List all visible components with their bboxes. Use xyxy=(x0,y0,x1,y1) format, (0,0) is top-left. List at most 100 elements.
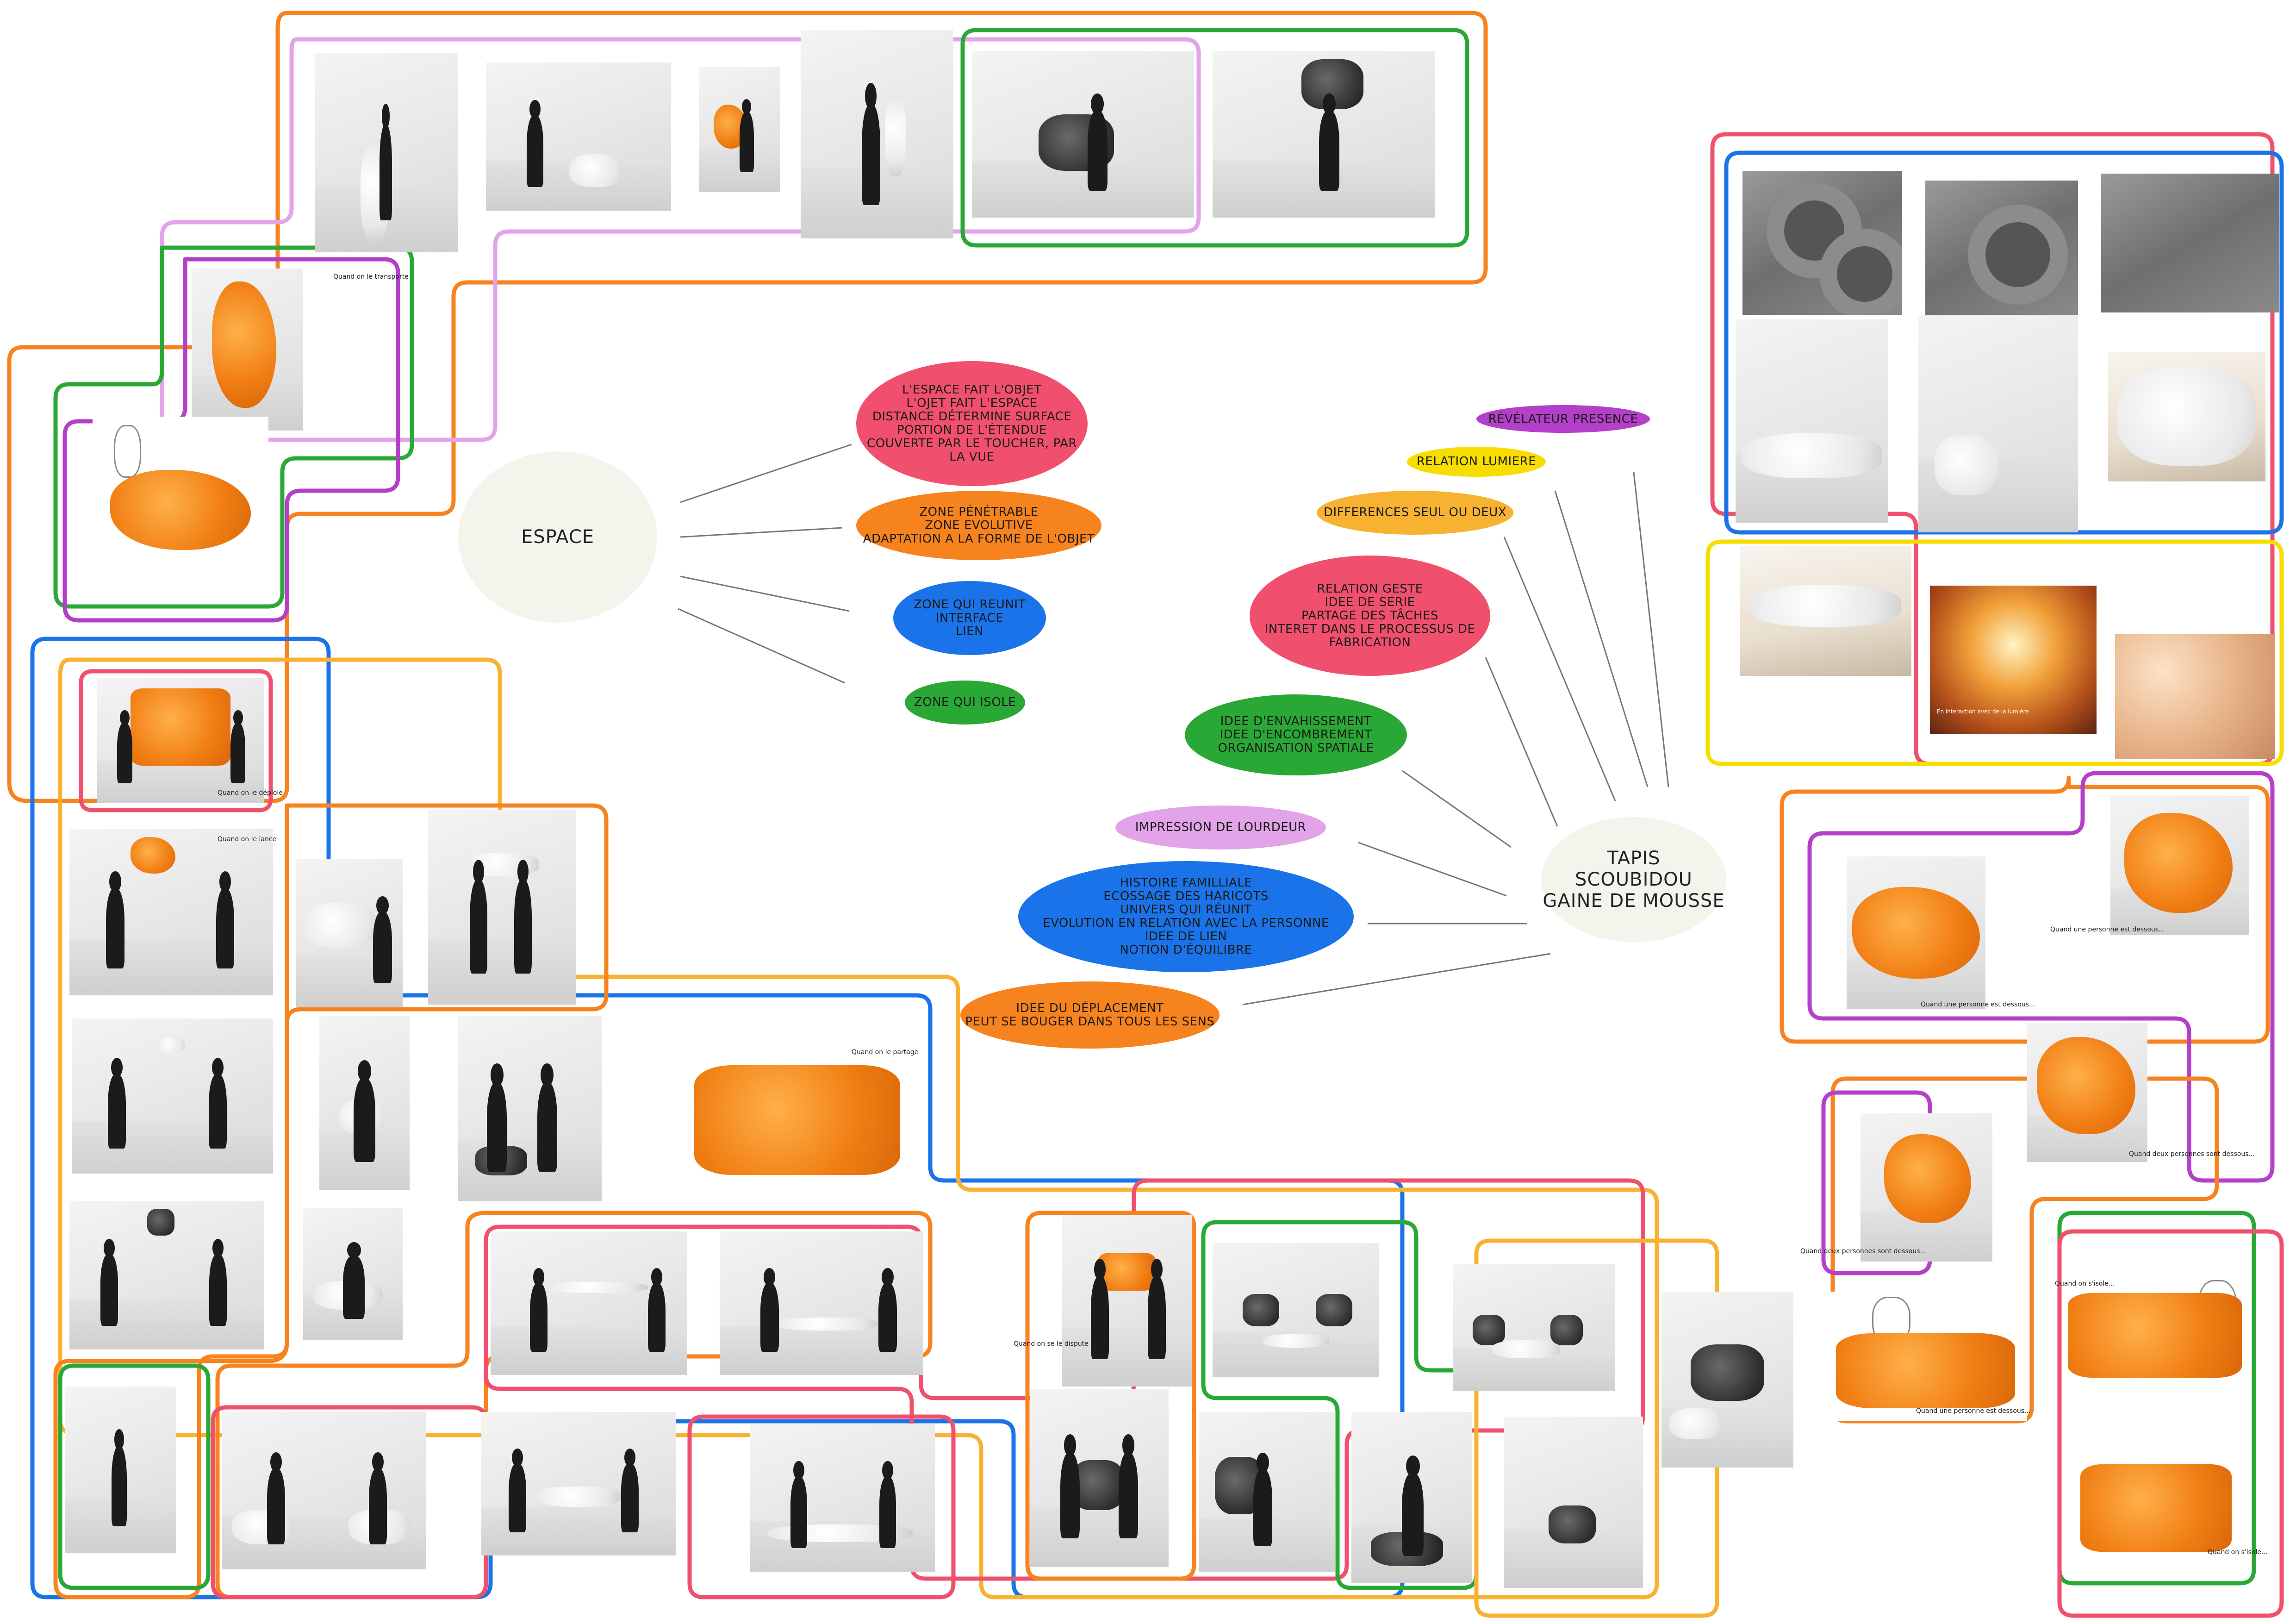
photo-rope-hall-1 xyxy=(1736,319,1888,523)
figure xyxy=(648,1268,666,1352)
figure xyxy=(508,1448,526,1533)
figure xyxy=(879,1461,896,1548)
figure xyxy=(1090,1259,1109,1359)
caption-under-2: Quand une personne est dessous... xyxy=(2050,926,2165,933)
outline-green-top xyxy=(960,28,1469,248)
caption-under-3: Quand deux personnes sont dessous... xyxy=(2129,1150,2255,1158)
node-espace-reunit: ZONE QUI REUNIT INTERFACE LIEN xyxy=(893,581,1046,655)
photo-sketch-orange xyxy=(93,417,268,583)
node-line: ORGANISATION SPATIALE xyxy=(1218,741,1374,755)
node-tapis-presence: RÉVÉLATEUR PRESENCE xyxy=(1476,405,1650,433)
caption-lumiere: En interaction avec de la lumière xyxy=(1937,708,2029,715)
node-line: RELATION GESTE xyxy=(1317,581,1423,596)
outline-red-bottom-inner2 xyxy=(687,1414,956,1599)
outline-blue-right-top xyxy=(1724,150,2284,535)
foam-rope xyxy=(1263,1334,1329,1348)
figure xyxy=(267,1452,286,1544)
orange-mat xyxy=(131,688,230,766)
node-line: IMPRESSION DE LOURDEUR xyxy=(1135,820,1307,834)
outline-green-bottom-left xyxy=(58,1363,211,1590)
node-line: L'OJET FAIT L'ESPACE xyxy=(906,396,1038,410)
photo-isole-2 xyxy=(2073,1454,2249,1560)
orange-mat xyxy=(2068,1293,2242,1378)
caption-under-1: Quand une personne est dessous... xyxy=(1921,1001,2035,1008)
figure xyxy=(111,1429,127,1527)
foam-rope xyxy=(1669,1407,1723,1440)
node-line: FABRICATION xyxy=(1329,635,1411,650)
photo-scarf-2 xyxy=(428,810,576,1005)
figure xyxy=(379,104,392,221)
figure xyxy=(230,710,246,783)
outline-orange-bottom2 xyxy=(1025,1211,1196,1581)
node-tapis-histoire: HISTOIRE FAMILLIALE ECOSSAGE DES HARICOT… xyxy=(1018,861,1354,972)
outline-green-bottom xyxy=(1201,1220,1479,1590)
figure xyxy=(216,871,235,969)
figure xyxy=(1319,93,1339,191)
photo-dispute-3 xyxy=(1062,1215,1192,1387)
orange-mat xyxy=(2036,1037,2135,1134)
photo-deploie xyxy=(97,678,264,803)
photo-isole-1 xyxy=(2064,1275,2249,1387)
node-line: LIEN xyxy=(955,624,984,638)
node-tapis-lourdeur: IMPRESSION DE LOURDEUR xyxy=(1115,806,1326,849)
photo-lance-2 xyxy=(72,1018,273,1174)
dark-foam xyxy=(147,1209,174,1236)
node-line: ECOSSAGE DES HARICOTS xyxy=(1103,889,1269,903)
photo-transport-4 xyxy=(801,30,953,238)
photo-lance-3 xyxy=(69,1201,264,1349)
hub-tapis-line-3: GAINE DE MOUSSE xyxy=(1543,890,1725,912)
dark-foam xyxy=(1549,1505,1596,1543)
foam-rope xyxy=(1934,434,1998,496)
figure xyxy=(469,859,487,974)
caption-transporte: Quand on le transporte xyxy=(333,273,409,281)
photo-lance-4 xyxy=(65,1387,176,1553)
figure xyxy=(790,1461,807,1548)
orange-mat xyxy=(694,1065,900,1175)
foam-rope xyxy=(1742,433,1882,479)
photo-foam-tubes-2 xyxy=(1925,181,2078,315)
figure xyxy=(739,99,754,172)
node-line: UNIVERS QUI RÉUNIT xyxy=(1120,903,1252,917)
photo-transport-1 xyxy=(315,53,458,252)
outline-purple-left xyxy=(62,257,400,623)
caption-partage: Quand on le partage xyxy=(852,1049,919,1056)
photo-under-1 xyxy=(1847,856,1985,1009)
foam-rope xyxy=(1492,1340,1560,1358)
outline-orange-right xyxy=(1780,775,2270,1044)
foam-rope xyxy=(535,1487,622,1507)
photo-rope-hall-2 xyxy=(1918,315,2078,532)
hub-espace-label: ESPACE xyxy=(521,526,595,548)
node-line: ZONE QUI REUNIT xyxy=(914,597,1026,612)
figure xyxy=(530,1268,548,1352)
foam-rope xyxy=(884,97,906,176)
photo-sit-1 xyxy=(319,1016,410,1190)
outline-purple-right2 xyxy=(1821,1090,1932,1275)
figure xyxy=(621,1448,639,1533)
dark-foam xyxy=(1071,1460,1124,1510)
foam-tube xyxy=(1968,205,2068,305)
photo-transport-6 xyxy=(1213,51,1435,218)
dark-foam xyxy=(1242,1294,1279,1326)
node-line: RÉVÉLATEUR PRESENCE xyxy=(1488,412,1638,426)
orange-mat xyxy=(1852,887,1980,979)
orange-mat xyxy=(1098,1253,1156,1291)
figure xyxy=(208,1058,227,1149)
node-line: IDEE D'ENCOMBREMENT xyxy=(1220,728,1372,742)
orange-mat xyxy=(2124,813,2233,913)
photo-pull-3 xyxy=(750,1424,935,1572)
orange-mat xyxy=(131,837,175,874)
foam-rope xyxy=(546,1281,648,1293)
photo-dispute-2 xyxy=(720,1231,923,1375)
figure-sketch xyxy=(113,425,141,478)
node-line: HISTOIRE FAMILLIALE xyxy=(1120,876,1252,890)
dark-foam xyxy=(1473,1315,1505,1345)
node-espace-penetrable: ZONE PÉNÉTRABLE ZONE EVOLUTIVE ADAPTATIO… xyxy=(856,491,1101,560)
orange-mat xyxy=(1836,1333,2016,1408)
dark-foam xyxy=(1316,1294,1353,1326)
node-line: PARTAGE DES TÂCHES xyxy=(1301,608,1439,623)
photo-pull-1 xyxy=(222,1412,426,1569)
photo-white-foam xyxy=(2108,352,2265,481)
foam-rope xyxy=(777,1318,879,1330)
figure xyxy=(373,896,392,983)
figure xyxy=(354,1060,375,1162)
